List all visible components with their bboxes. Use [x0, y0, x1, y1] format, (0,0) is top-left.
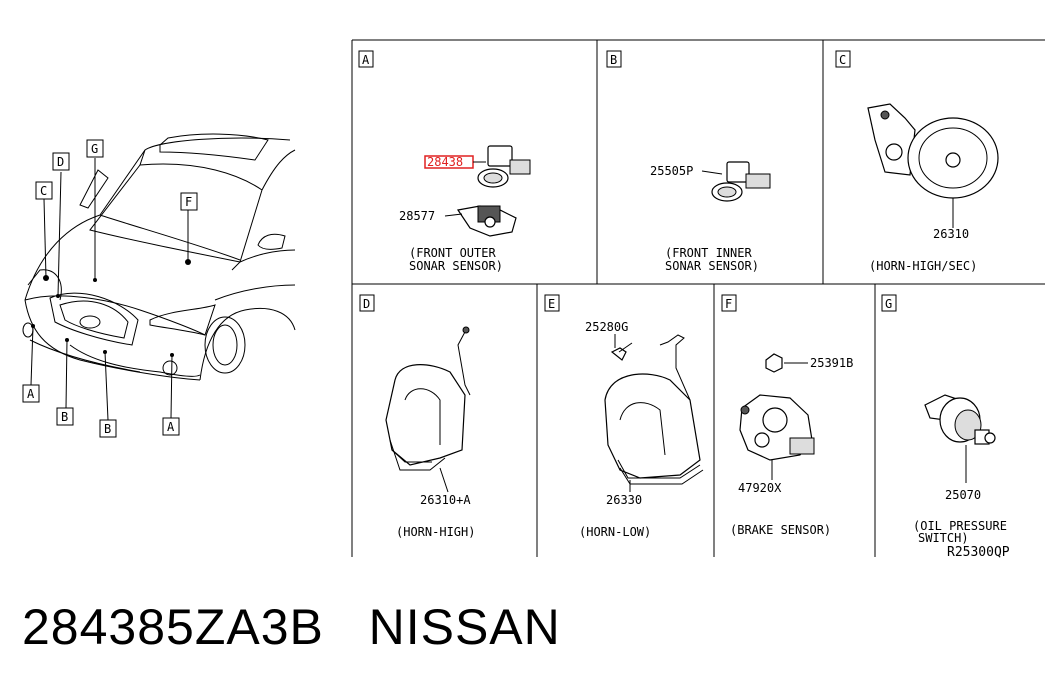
panel-c: C 26310 (HORN-HIGH/SEC)	[835, 50, 999, 273]
horn-low	[604, 334, 704, 485]
panel-b: B 25505P (FRONT INNER SONAR SENSOR)	[606, 50, 771, 273]
front-outer-sonar-sensor	[477, 145, 531, 188]
caption-line-1: (FRONT INNER	[665, 246, 752, 260]
svg-text:A: A	[362, 53, 370, 67]
svg-text:G: G	[91, 142, 98, 156]
callout-f: F	[180, 192, 198, 211]
svg-text:B: B	[61, 410, 68, 424]
svg-text:F: F	[185, 195, 192, 209]
svg-text:G: G	[885, 297, 892, 311]
vehicle-overview	[22, 133, 296, 381]
callout-g: G	[86, 139, 104, 158]
panel-a: A 28438 28577 (FRONT OUTER SONAR SENSOR)	[358, 50, 531, 273]
svg-text:B: B	[610, 53, 617, 67]
brake-sensor	[739, 353, 815, 461]
oil-pressure-switch	[924, 394, 996, 445]
callout-b-right: B	[99, 419, 117, 438]
callout-a-left: A	[22, 384, 40, 403]
caption: (HORN-HIGH/SEC)	[869, 259, 977, 273]
part-number-25280g: 25280G	[585, 320, 628, 334]
part-number-25070: 25070	[945, 488, 981, 502]
panel-f: F 25391B 47920X (BRAKE SENSOR)	[721, 294, 853, 537]
caption-line-1: (OIL PRESSURE	[913, 519, 1007, 533]
caption-line-1: (FRONT OUTER	[409, 246, 496, 260]
part-number-28577: 28577	[399, 209, 435, 223]
svg-text:D: D	[363, 297, 370, 311]
part-number-26330: 26330	[606, 493, 642, 507]
svg-text:E: E	[548, 297, 555, 311]
part-number-26310: 26310	[933, 227, 969, 241]
caption: (HORN-HIGH)	[396, 525, 475, 539]
panel-d: D 26310+A (HORN-HIGH)	[359, 294, 475, 539]
part-number-25391b: 25391B	[810, 356, 853, 370]
panel-e: E 25280G 26330 (HORN-LOW)	[544, 294, 704, 539]
callout-a-right: A	[162, 417, 180, 436]
part-number-highlighted: 28438	[427, 155, 463, 169]
diagram-code: R25300QP	[947, 545, 1010, 560]
panel-grid	[351, 39, 1045, 557]
part-number-26310-a: 26310+A	[420, 493, 471, 507]
part-number-title: 284385ZA3B	[22, 599, 324, 655]
caption-line-2: SONAR SENSOR)	[409, 259, 503, 273]
footer-title: 284385ZA3B NISSAN	[22, 598, 561, 656]
callout-b-left: B	[56, 407, 74, 426]
svg-text:A: A	[27, 387, 35, 401]
svg-text:C: C	[40, 184, 47, 198]
part-number-47920x: 47920X	[738, 481, 782, 495]
leader-lines	[30, 158, 189, 421]
svg-text:F: F	[725, 297, 732, 311]
svg-text:B: B	[104, 422, 111, 436]
caption: (BRAKE SENSOR)	[730, 523, 831, 537]
svg-text:A: A	[167, 420, 175, 434]
panel-g: G 25070 (OIL PRESSURE SWITCH)	[881, 294, 1007, 545]
caption-line-2: SONAR SENSOR)	[665, 259, 759, 273]
callout-c: C	[35, 181, 53, 200]
horn-high	[385, 326, 471, 471]
svg-text:D: D	[57, 155, 64, 169]
caption: (HORN-LOW)	[579, 525, 651, 539]
brand-name: NISSAN	[368, 599, 561, 655]
part-number-25505p: 25505P	[650, 164, 693, 178]
front-inner-sonar-sensor	[711, 161, 771, 202]
sensor-bracket	[456, 205, 517, 237]
caption-line-2: SWITCH)	[918, 531, 969, 545]
horn-high-sec	[867, 103, 999, 199]
callout-d: D	[52, 152, 70, 171]
svg-text:C: C	[839, 53, 846, 67]
